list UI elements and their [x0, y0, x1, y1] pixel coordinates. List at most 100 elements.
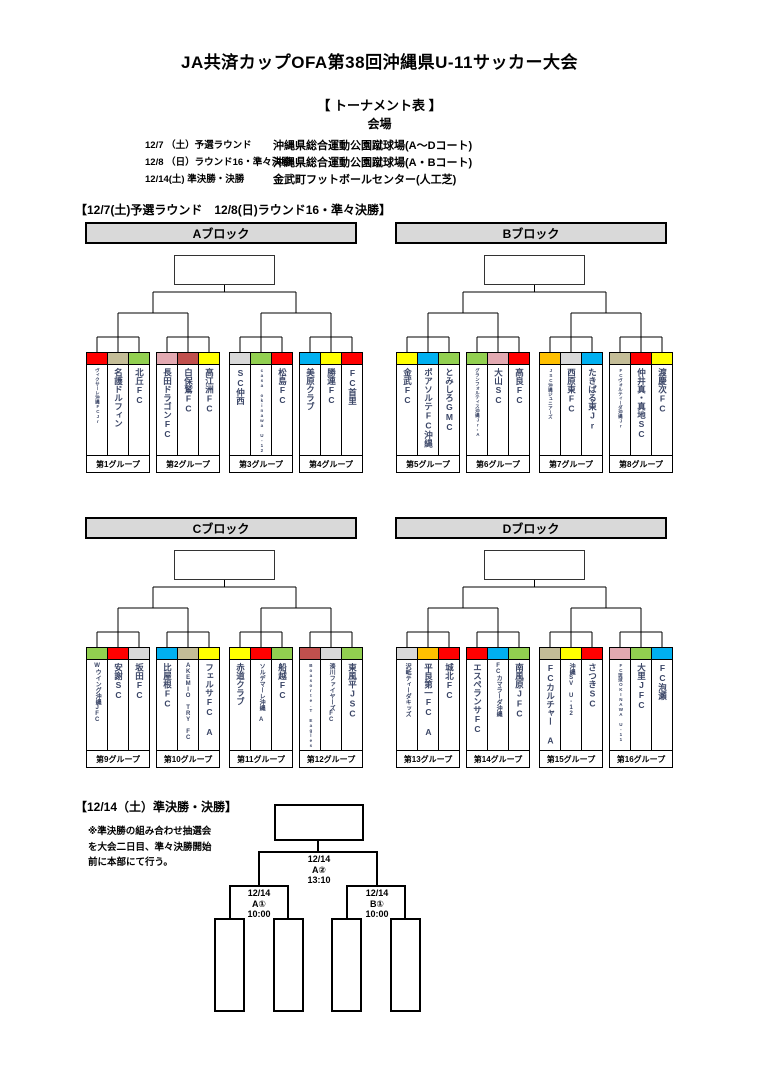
match-code: A②: [311, 864, 327, 875]
bracket-lines: [96, 580, 353, 647]
semifinal-right-label: 12/14 B① 10:00: [346, 888, 408, 920]
team-name-cell: 北丘FC: [128, 364, 150, 456]
team-name-cell: とみしろGMC: [438, 364, 460, 456]
team-color-strips: [396, 647, 460, 660]
team-name-cell: 安謝SC: [107, 659, 129, 751]
team-name: 勝連FC: [326, 368, 337, 405]
team-name: FC泡瀬: [657, 663, 668, 700]
team-name: 坂田FC: [134, 663, 145, 700]
team-color-strips: [539, 352, 603, 365]
team-name-cell: ポアソルテFC沖縄: [417, 364, 439, 456]
team-name-cells: 金武FC ポアソルテFC沖縄とみしろGMC: [396, 364, 460, 456]
block-c-winner-box: [174, 550, 275, 580]
team-color-strips: [229, 352, 293, 365]
team-name-cells: FC琉球OKINAWA U-11 大里JFC FC泡瀬: [609, 659, 673, 751]
block-d-winner-box: [484, 550, 585, 580]
team-name-cell: 大里JFC: [630, 659, 652, 751]
match-date: 12/14: [307, 854, 331, 864]
block-d-header: Dブロック: [395, 517, 667, 539]
team-name: AKEMIO TRY FC: [185, 663, 192, 741]
team-name: 仲井真・真地SC: [636, 368, 647, 439]
team-name: ソルデマーレ沖縄 A: [258, 663, 265, 723]
team-name: Wウイング沖縄JFC: [94, 663, 101, 723]
connector-line: [229, 885, 231, 918]
team-name-cell: フェルサFC A: [198, 659, 220, 751]
team-name-cell: 赤道クラブ: [229, 659, 251, 751]
team-name-cell: 城北FC: [438, 659, 460, 751]
team-name: Boasorte.T Eagles: [308, 663, 314, 748]
group-label: 第15グループ: [539, 750, 603, 768]
team-name: FCヴォルティーダ沖縄Jr: [618, 368, 624, 429]
schedule-date: 12/14(土) 準決勝・決勝: [145, 174, 245, 185]
team-name: 安謝SC: [113, 663, 124, 700]
team-color-strips: [466, 647, 530, 660]
team-name: FC琉球OKINAWA U-11: [618, 663, 624, 742]
team-name: 金武FC: [402, 368, 413, 405]
team-name-cell: 金武FC: [396, 364, 418, 456]
team-name-cell: 白保鷲FC: [177, 364, 199, 456]
team-name: SC仲西: [235, 368, 246, 405]
final-match-label: 12/14 A② 13:10: [288, 854, 350, 886]
team-name: とみしろGMC: [444, 368, 455, 432]
team-name-cells: 赤道クラブソルデマーレ沖縄 A 船越FC: [229, 659, 293, 751]
bracket-lines: [406, 580, 663, 647]
team-name: FCカマラーダ沖縄: [495, 663, 502, 717]
team-name-cell: たきばる東Jr: [581, 364, 603, 456]
team-name: 南風原JFC: [514, 663, 525, 719]
team-name-cells: エスペランサFC FCカマラーダ沖縄 南風原JFC: [466, 659, 530, 751]
team-name: 東風平JSC: [347, 663, 358, 719]
bracket-lines: [406, 285, 663, 352]
team-name: エスペランサFC: [472, 663, 483, 734]
match-code: B①: [369, 898, 385, 909]
team-name-cell: 東風平JSC: [341, 659, 363, 751]
team-name-cell: Boasorte.T Eagles: [299, 659, 321, 751]
venue-label: 会場: [367, 117, 392, 131]
schedule-date: 12/7 （土）予選ラウンド: [145, 140, 252, 151]
team-name: 北丘FC: [134, 368, 145, 405]
team-color-strips: [539, 647, 603, 660]
team-name-cell: 湊川ファイヤーズFC: [320, 659, 342, 751]
team-name: 船越FC: [277, 663, 288, 700]
schedule-row: 12/7 （土）予選ラウンド 沖縄県総合運動公園蹴球場(A～Dコート): [0, 137, 759, 152]
team-name-cell: 西原東FC: [560, 364, 582, 456]
schedule-venue: 沖縄県総合運動公園蹴球場(A～Dコート): [273, 140, 473, 152]
connector-line: [229, 885, 289, 887]
schedule-venue: 沖縄県総合運動公園蹴球場(A・Bコート): [273, 157, 473, 169]
group-label: 第2グループ: [156, 455, 220, 473]
team-name-cell: 松島FC: [271, 364, 293, 456]
team-name: たきばる東Jr: [587, 368, 598, 431]
finals-heading: 【12/14（土）準決勝・決勝】: [75, 800, 238, 814]
group-label: 第10グループ: [156, 750, 220, 768]
group-label: 第3グループ: [229, 455, 293, 473]
finalist-slot-4: [390, 918, 421, 1012]
team-name-cell: さつきSC: [581, 659, 603, 751]
page-title: JA共済カップOFA第38回沖縄県U-11サッカー大会: [181, 53, 578, 72]
team-name: 美原クラブ: [305, 368, 316, 411]
finalist-slot-3: [331, 918, 362, 1012]
champion-box: [274, 804, 364, 841]
team-name: 長田ドラゴンFC: [162, 368, 173, 439]
team-color-strips: [609, 647, 673, 660]
team-color-strips: [299, 647, 363, 660]
team-name: 名護ドルフィン: [113, 368, 124, 428]
team-name: グランフォルティス沖縄Jr・A: [475, 368, 481, 437]
team-name-cell: ヴィクサーレ沖縄FCJr: [86, 364, 108, 456]
team-name: 大里JFC: [636, 663, 647, 710]
team-name: 白保鷲FC: [183, 368, 194, 414]
match-date: 12/14: [365, 888, 389, 898]
team-name-cell: 平良第一FC A: [417, 659, 439, 751]
team-name-cell: 仲井真・真地SC: [630, 364, 652, 456]
